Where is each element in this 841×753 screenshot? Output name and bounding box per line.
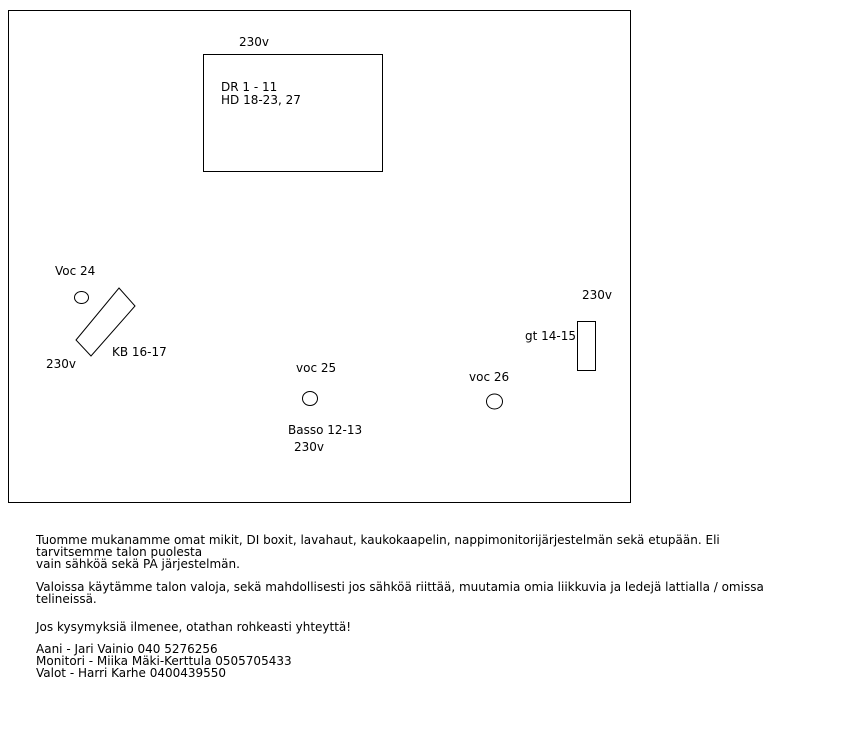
voc26-mic-circle	[486, 393, 503, 410]
rider-notes: Tuomme mukanamme omat mikit, DI boxit, l…	[36, 534, 796, 679]
drum-riser-label-2: HD 18-23, 27	[221, 93, 301, 107]
top-power-label: 230v	[239, 35, 270, 49]
voc25-label: voc 25	[296, 361, 337, 375]
voc26-label: voc 26	[469, 370, 510, 384]
keyboard-shape	[75, 287, 136, 357]
voc24-mic-circle	[74, 291, 89, 304]
contact-sound: Aani - Jari Vainio 040 5276256	[36, 642, 218, 656]
right-power-label: 230v	[582, 288, 613, 302]
guitar-label: gt 14-15	[525, 329, 577, 343]
left-power-label: 230v	[46, 357, 77, 371]
notes-paragraph-1-line-1: Tuomme mukanamme omat mikit, DI boxit, l…	[36, 533, 720, 559]
bass-power-label: 230v	[294, 440, 325, 454]
drum-riser-label-1: DR 1 - 11	[221, 80, 278, 94]
notes-paragraph-1-line-2: vain sähköä sekä PA järjestelmän.	[36, 557, 240, 571]
voc24-label: Voc 24	[55, 264, 96, 278]
notes-paragraph-2: Valoissa käytämme talon valoja, sekä mah…	[36, 580, 764, 606]
contact-monitor: Monitori - Miika Mäki-Kerttula 050570543…	[36, 654, 292, 668]
keyboard-label: KB 16-17	[112, 345, 167, 359]
contact-lights: Valot - Harri Karhe 0400439550	[36, 666, 227, 680]
notes-paragraph-3: Jos kysymyksiä ilmenee, otathan rohkeast…	[36, 620, 352, 634]
voc25-mic-circle	[302, 391, 318, 406]
guitar-amp-box	[577, 321, 596, 371]
bass-label: Basso 12-13	[288, 423, 363, 437]
drum-riser-box	[203, 54, 383, 172]
stage-border	[8, 10, 631, 503]
